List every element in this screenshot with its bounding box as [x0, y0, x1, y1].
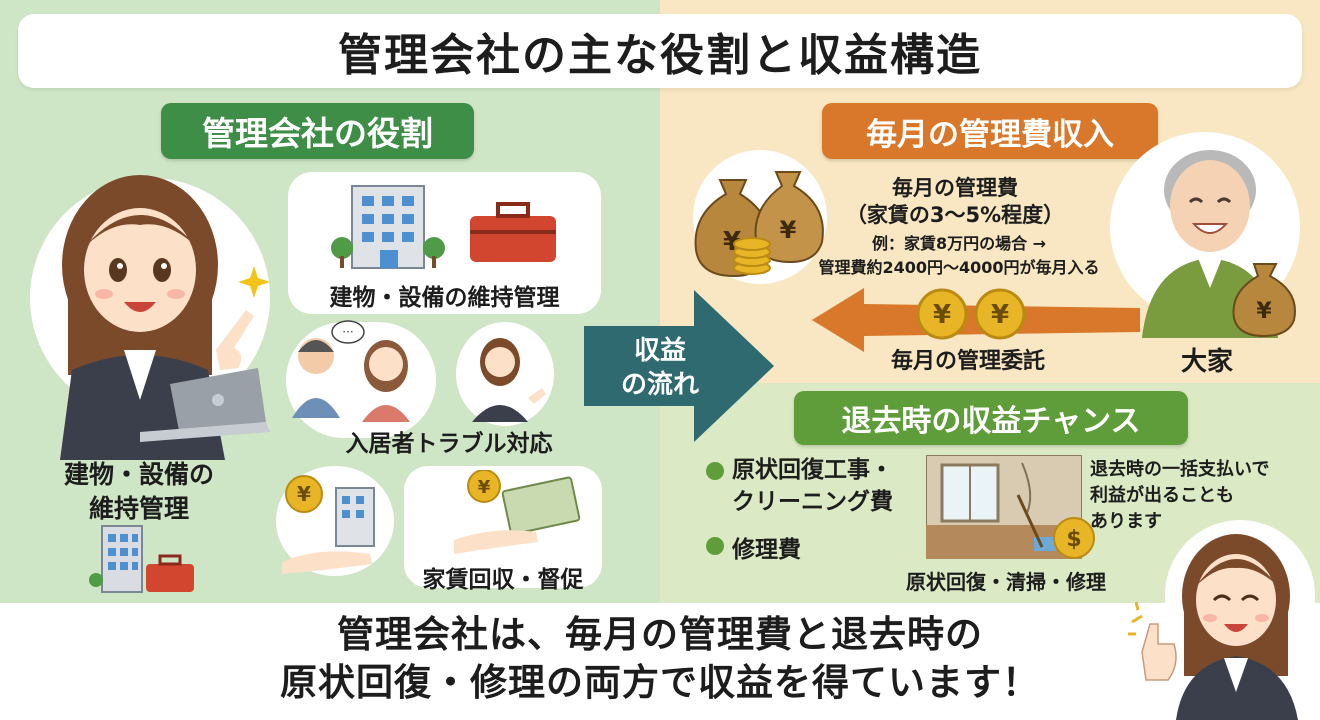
revenue-flow-label: 収益 の流れ — [620, 336, 699, 400]
role-rent-label: 家賃回収・督促 — [422, 567, 584, 593]
rent-collection-icon: ¥ ¥ — [282, 470, 581, 574]
moveout-bullet-restoration: 原状回復工事・ クリーニング費 — [732, 457, 893, 515]
page-title: 管理会社の主な役割と収益構造 — [338, 30, 982, 81]
svg-text:¥: ¥ — [933, 300, 951, 330]
monthly-income-heading: 毎月の管理費収入 — [822, 103, 1158, 159]
role-maintenance-label: 建物・設備の維持管理 — [329, 285, 560, 311]
svg-text:¥: ¥ — [780, 216, 797, 244]
building-toolbox-icon — [89, 525, 194, 593]
moveout-bullet-repair: 修理費 — [732, 537, 801, 563]
svg-text:¥: ¥ — [478, 477, 491, 498]
staff-caption: 建物・設備の 維持管理 — [63, 460, 214, 523]
moveout-note: 退去時の一括支払いで 利益が出ることも あります — [1090, 459, 1270, 532]
consignment-label: 毎月の管理委託 — [890, 349, 1045, 374]
svg-text:¥: ¥ — [297, 482, 311, 506]
bullet-icon — [706, 537, 724, 555]
tenant-conversation-icon: ··· — [292, 320, 546, 422]
yen-coins-icon: ¥ ¥ — [916, 288, 1026, 340]
bullet-icon — [706, 462, 724, 480]
title-banner: 管理会社の主な役割と収益構造 — [18, 14, 1302, 88]
role-trouble-label: 入居者トラブル対応 — [345, 431, 553, 457]
owner-label: 大家 — [1180, 347, 1233, 377]
building-icon — [331, 185, 556, 269]
dollar-coin-icon: $ — [1053, 517, 1095, 559]
money-bags-icon: ¥ ¥ — [694, 171, 824, 278]
svg-text:¥: ¥ — [991, 300, 1009, 330]
svg-text:¥: ¥ — [1256, 299, 1272, 324]
summary-message: 管理会社は、毎月の管理費と退去時の 原状回復・修理の両方で収益を得ています！ — [280, 613, 1040, 704]
bottom-message-panel — [0, 603, 1320, 720]
monthly-fee-example: 例：家賃8万円の場合 → 管理費約2400円〜4000円が毎月入る — [818, 234, 1100, 277]
monthly-fee-box: 毎月の管理費 （家賃の3〜5%程度） — [845, 176, 1065, 227]
empty-room-icon — [926, 455, 1082, 559]
roles-heading: 管理会社の役割 — [161, 103, 474, 159]
moveout-heading: 退去時の収益チャンス — [794, 391, 1188, 445]
svg-text:···: ··· — [342, 325, 353, 339]
revenue-flow-arrow — [584, 290, 774, 442]
svg-text:$: $ — [1066, 527, 1081, 552]
staff-woman-icon — [60, 175, 270, 460]
owner-elderly-man-icon: ¥ — [1142, 150, 1296, 338]
room-caption: 原状回復・清掃・修理 — [906, 570, 1106, 594]
thumbs-up-staff-icon — [1128, 534, 1298, 720]
